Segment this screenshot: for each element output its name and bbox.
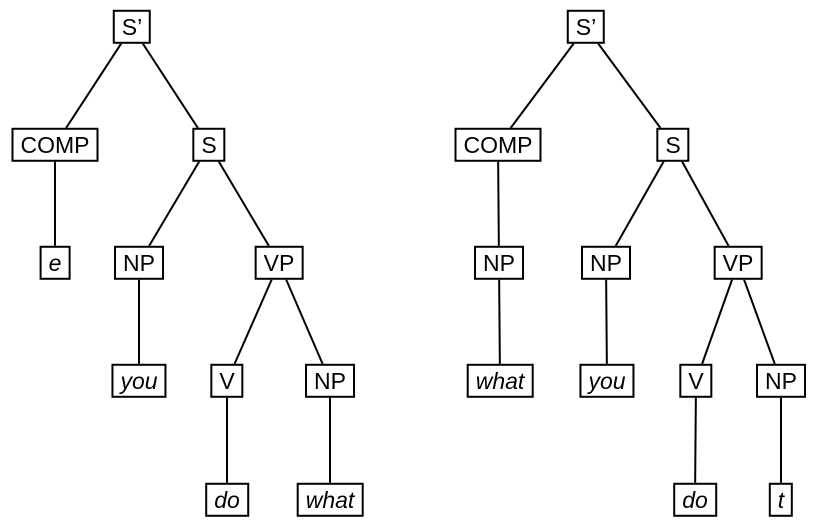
tree-edge-right-s-np-subj — [605, 144, 674, 264]
tree-edge-left-s-prime-comp — [54, 26, 133, 146]
tree-node-left-s: S — [192, 127, 226, 163]
tree-edge-right-vp-np-obj — [737, 262, 782, 382]
tree-node-left-vp: VP — [254, 245, 304, 281]
tree-node-right-np-subj: NP — [581, 245, 631, 281]
tree-node-right-do: do — [673, 482, 717, 518]
tree-node-left-e: e — [39, 245, 71, 281]
tree-node-left-np-subj: NP — [114, 245, 164, 281]
tree-edge-right-v-do — [694, 380, 697, 501]
tree-node-left-do: do — [205, 482, 249, 518]
tree-node-left-what: what — [296, 482, 364, 518]
tree-edge-right-s-prime-comp — [497, 26, 587, 146]
tree-node-left-s-prime: S’ — [112, 9, 152, 45]
tree-edge-right-np-subj-you — [605, 262, 608, 382]
tree-edge-left-vp-np-obj — [278, 262, 331, 382]
tree-node-right-np-comp: NP — [474, 245, 524, 281]
tree-node-right-v: V — [679, 363, 713, 399]
tree-node-right-np-obj: NP — [756, 363, 806, 399]
tree-node-right-s-prime: S’ — [566, 9, 606, 45]
tree-node-left-np-obj: NP — [305, 363, 355, 399]
tree-edge-right-np-comp-what — [498, 262, 501, 382]
tree-edge-left-s-vp — [208, 144, 280, 264]
tree-edge-right-comp-np-comp — [497, 144, 500, 264]
tree-node-right-you: you — [579, 363, 635, 399]
tree-node-right-t: t — [768, 482, 794, 518]
tree-node-right-s: S — [656, 127, 690, 163]
tree-edge-left-s-np-subj — [138, 144, 210, 264]
tree-node-left-comp: COMP — [11, 127, 99, 163]
tree-node-right-comp: COMP — [454, 127, 542, 163]
tree-node-right-vp: VP — [713, 245, 763, 281]
tree-edge-right-vp-v — [695, 262, 739, 382]
tree-node-left-v: V — [210, 363, 244, 399]
tree-edge-left-vp-v — [226, 262, 280, 382]
tree-edge-left-s-prime-s — [131, 26, 210, 146]
tree-node-left-you: you — [111, 363, 167, 399]
tree-edge-right-s-prime-s — [585, 26, 674, 146]
tree-node-right-what: what — [466, 363, 534, 399]
tree-edge-right-s-vp — [672, 144, 739, 264]
